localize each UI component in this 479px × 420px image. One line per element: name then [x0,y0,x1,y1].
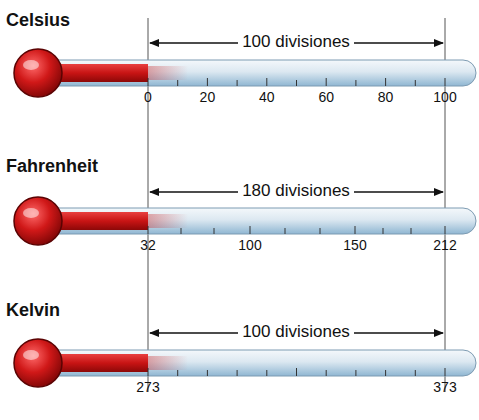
tick-value: 20 [200,89,216,105]
scale-name: Celsius [6,10,70,31]
scale-name: Fahrenheit [6,156,98,177]
tick-value: 0 [144,89,152,105]
span-label: 100 divisiones [238,322,354,342]
tick-value: 100 [433,89,456,105]
tick-value: 80 [378,89,394,105]
scale-name: Kelvin [6,300,60,321]
tick-value: 32 [140,237,156,253]
tick-value: 150 [343,237,366,253]
tick-value: 100 [238,237,261,253]
span-label: 180 divisiones [238,181,354,201]
tick-value: 273 [136,379,159,395]
tick-value: 60 [318,89,334,105]
tick-value: 373 [433,379,456,395]
tick-value: 40 [259,89,275,105]
span-label: 100 divisiones [238,32,354,52]
tick-value: 212 [433,237,456,253]
